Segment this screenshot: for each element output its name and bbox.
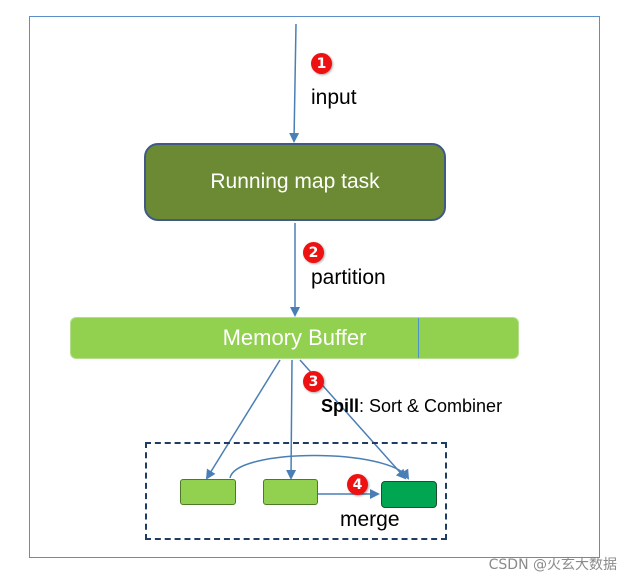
spill-label-bold: Spill [321, 396, 360, 416]
step-1-badge: 1 [311, 53, 332, 74]
merged-file [381, 481, 437, 508]
spill-arrow-1 [205, 359, 281, 480]
spill-arrow-2 [286, 359, 297, 480]
memory-buffer-label: Memory Buffer [222, 325, 367, 350]
memory-buffer-node: Memory Buffer [70, 317, 519, 359]
map-task-label: Running map task [210, 170, 380, 193]
step-3-badge: 3 [303, 371, 324, 392]
diagram-frame [29, 16, 600, 558]
step-2-badge: 2 [303, 242, 324, 263]
merge-arc [229, 454, 410, 480]
merge-label: merge [340, 508, 400, 531]
spill-file-1 [180, 479, 236, 505]
map-task-node: Running map task [144, 143, 446, 221]
spill-files-area [145, 442, 447, 540]
watermark: CSDN @火玄大数据 [488, 557, 617, 573]
spill-label: Spill: Sort & Combiner [321, 396, 502, 417]
partition-label: partition [311, 266, 386, 289]
step-4-badge: 4 [347, 474, 368, 495]
spill-label-rest: : Sort & Combiner [359, 396, 503, 416]
buffer-threshold-marker [418, 318, 419, 358]
input-label: input [311, 86, 357, 109]
spill-file-2 [263, 479, 318, 505]
input-arrow [289, 23, 300, 143]
